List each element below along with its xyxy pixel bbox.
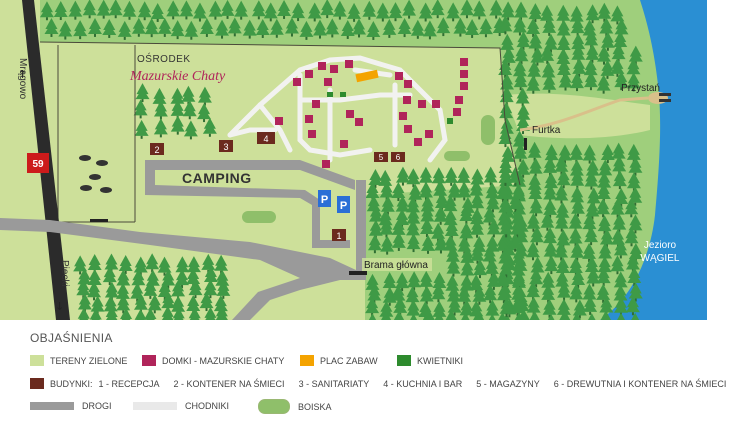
legend: OBJAŚNIENIA TERENY ZIELONE DOMKI - MAZUR… xyxy=(0,320,726,428)
cottage-icon xyxy=(275,117,283,125)
legend-playground: PLAC ZABAW xyxy=(300,355,378,366)
cottage-icon xyxy=(322,160,330,168)
parking-2: P xyxy=(337,196,350,213)
flowerbed-2 xyxy=(340,92,346,97)
flowerbed-swatch xyxy=(397,355,411,366)
cottage-swatch xyxy=(142,355,156,366)
road-swatch xyxy=(30,402,74,410)
building-4: 4 xyxy=(257,132,275,144)
building-1: 1 xyxy=(332,229,346,241)
green-swatch xyxy=(30,355,44,366)
cottage-icon xyxy=(404,80,412,88)
camping-road xyxy=(145,160,355,248)
resort-green-area xyxy=(0,42,520,320)
map-canvas: 1 2 3 4 5 6 P P 59 Mrągowo ↑ xyxy=(0,0,707,333)
svg-text:2: 2 xyxy=(154,145,159,155)
main-gate-label: Brama główna xyxy=(364,260,428,271)
cottage-icon xyxy=(346,110,354,118)
cottage-icon xyxy=(330,65,338,73)
cottage-icon xyxy=(308,130,316,138)
playground xyxy=(355,69,379,83)
legend-cottages: DOMKI - MAZURSKIE CHATY xyxy=(142,355,284,366)
resort-label-top: OŚRODEK xyxy=(137,52,191,65)
svg-text:P: P xyxy=(340,200,347,212)
lake-wagiel xyxy=(600,0,707,320)
pier-icon xyxy=(659,93,671,96)
cottage-icon xyxy=(460,70,468,78)
horses-icon xyxy=(79,155,112,193)
cottage-icon xyxy=(399,112,407,120)
cottage-icon xyxy=(324,78,332,86)
legend-roads: DROGI xyxy=(30,401,112,411)
resort-label-name: Mazurskie Chaty xyxy=(129,69,226,84)
cottage-icon xyxy=(453,108,461,116)
building-5: 5 xyxy=(374,152,388,162)
side-gate-label: Furtka xyxy=(532,125,561,136)
svg-text:Mrągowo: Mrągowo xyxy=(17,58,28,100)
legend-title: OBJAŚNIENIA xyxy=(30,331,113,345)
pier-path xyxy=(519,96,649,132)
svg-text:6: 6 xyxy=(396,153,401,162)
svg-text:3: 3 xyxy=(223,142,228,152)
parking-1: P xyxy=(318,190,331,207)
pitch-swatch xyxy=(258,399,290,414)
cottage-icon xyxy=(340,140,348,148)
label-piecki: Piecki ↓ xyxy=(55,260,70,313)
building-6: 6 xyxy=(391,152,405,162)
route-59-badge: 59 xyxy=(27,153,49,173)
svg-text:P: P xyxy=(321,194,328,206)
cottage-icon xyxy=(355,118,363,126)
cottage-icon xyxy=(404,125,412,133)
cottage-icon xyxy=(432,100,440,108)
pitch-centre xyxy=(444,151,470,161)
cottage-icon xyxy=(425,130,433,138)
pier-label: Przystań xyxy=(621,83,660,94)
site-map: 1 2 3 4 5 6 P P 59 Mrągowo ↑ xyxy=(0,0,707,333)
main-gate-icon xyxy=(349,271,367,275)
cottage-icon xyxy=(345,60,353,68)
flowerbed-3 xyxy=(447,118,453,124)
label-mragowo: Mrągowo ↑ xyxy=(17,58,28,100)
legend-paths: CHODNIKI xyxy=(133,401,229,411)
svg-text:Piecki: Piecki xyxy=(59,260,70,287)
cottage-icon xyxy=(312,100,320,108)
svg-text:59: 59 xyxy=(32,159,44,170)
cottage-icon xyxy=(460,82,468,90)
legend-pitches: BOISKA xyxy=(258,399,332,414)
camping-label: CAMPING xyxy=(182,170,252,186)
building-3: 3 xyxy=(219,140,233,152)
cottage-icon xyxy=(395,72,403,80)
path-swatch xyxy=(133,402,177,410)
svg-text:1: 1 xyxy=(336,231,341,241)
svg-text:4: 4 xyxy=(263,134,268,144)
cottage-icon xyxy=(460,58,468,66)
legend-flowerbeds: KWIETNIKI xyxy=(397,355,463,366)
svg-text:5: 5 xyxy=(379,153,384,162)
playground-swatch xyxy=(300,355,314,366)
lake-label-line1: Jezioro xyxy=(644,240,677,251)
lake-label-line2: WĄGIEL xyxy=(641,253,680,264)
cottage-icon xyxy=(305,115,313,123)
pitch-camping xyxy=(242,211,276,223)
fence-gate-left xyxy=(90,219,108,222)
cottage-icon xyxy=(455,96,463,104)
side-gate-icon xyxy=(524,138,527,150)
flowerbed-1 xyxy=(327,92,333,97)
cottage-icon xyxy=(414,138,422,146)
pitch-east xyxy=(481,115,495,145)
svg-text:↓: ↓ xyxy=(55,300,64,313)
svg-text:↑: ↑ xyxy=(18,68,27,81)
cottage-icon xyxy=(418,100,426,108)
cottage-icon xyxy=(318,62,326,70)
legend-buildings: BUDYNKI: 1 - RECEPCJA 2 - KONTENER NA ŚM… xyxy=(30,378,740,389)
cottages xyxy=(275,58,468,168)
cottage-icon xyxy=(403,96,411,104)
cottage-icon xyxy=(305,70,313,78)
building-2: 2 xyxy=(150,143,164,155)
building-swatch xyxy=(30,378,44,389)
cottage-icon xyxy=(293,78,301,86)
legend-green: TERENY ZIELONE xyxy=(30,355,127,366)
